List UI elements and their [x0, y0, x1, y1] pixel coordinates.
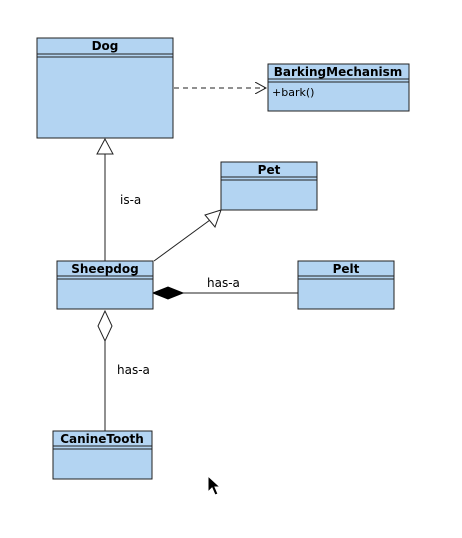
class-sheepdog[interactable]: Sheepdog: [56, 260, 154, 310]
class-name: Pet: [258, 163, 281, 177]
relation-sheepdog-pelt[interactable]: has-a: [151, 276, 298, 300]
composition-diamond: [151, 286, 185, 300]
mouse-pointer-icon: [207, 474, 222, 496]
class-dog[interactable]: Dog: [36, 37, 174, 139]
class-caninetooth[interactable]: CanineTooth: [52, 430, 153, 480]
class-name: Sheepdog: [71, 262, 138, 276]
relation-label-has-a: has-a: [207, 276, 240, 290]
relation-sheepdog-caninetooth[interactable]: has-a: [97, 309, 150, 431]
class-pet[interactable]: Pet: [220, 161, 318, 211]
class-name: Pelt: [333, 262, 360, 276]
generalization-arrowhead: [204, 209, 222, 228]
relation-label-is-a: is-a: [120, 193, 141, 207]
aggregation-diamond: [97, 309, 113, 343]
relation-label-has-a: has-a: [117, 363, 150, 377]
generalization-arrowhead: [96, 137, 114, 155]
class-method: +bark(): [272, 86, 314, 99]
generalization-line: [153, 219, 211, 262]
class-pelt[interactable]: Pelt: [297, 260, 395, 310]
class-name: CanineTooth: [60, 432, 144, 446]
class-barkingmechanism[interactable]: BarkingMechanism +bark(): [267, 63, 410, 112]
class-name: BarkingMechanism: [274, 65, 403, 79]
relation-sheepdog-pet[interactable]: [153, 209, 222, 262]
class-name: Dog: [92, 39, 119, 53]
relation-sheepdog-dog[interactable]: is-a: [96, 137, 141, 261]
